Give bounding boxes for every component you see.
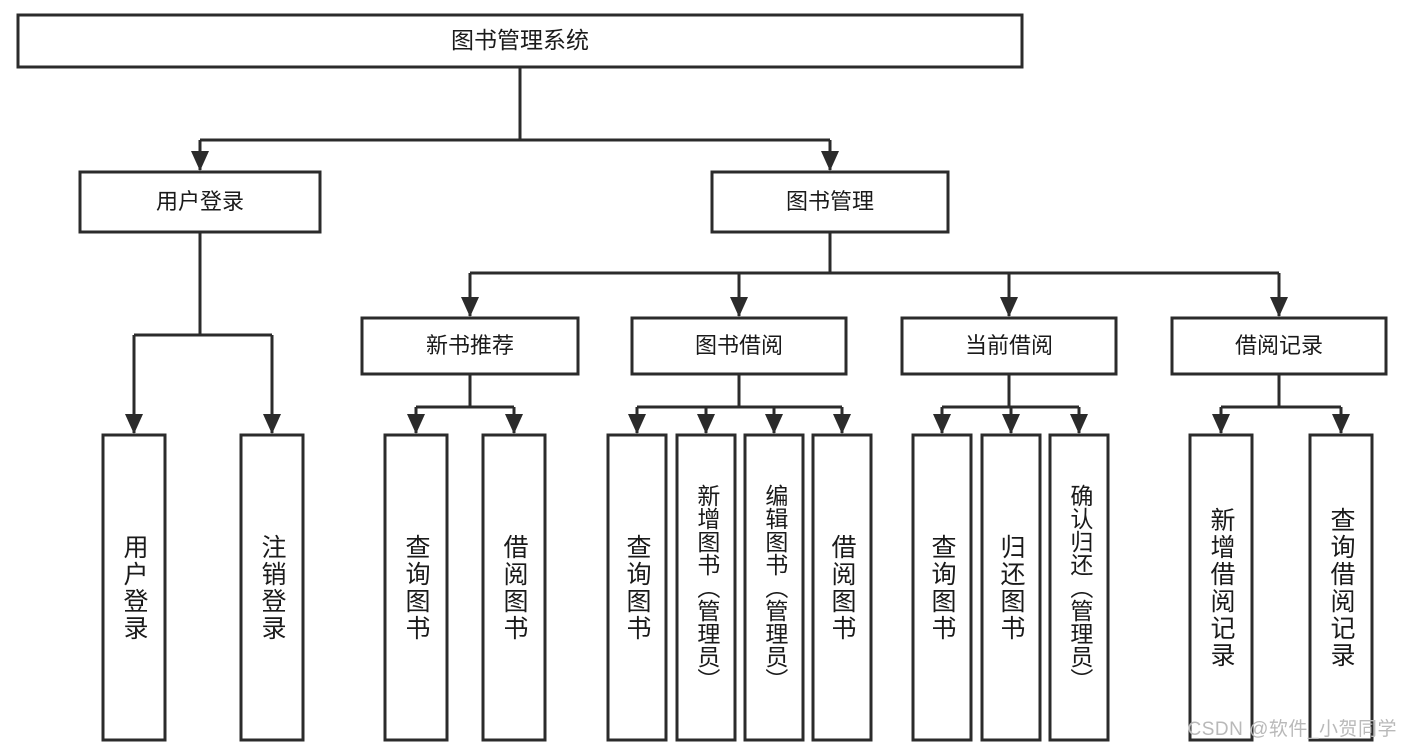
arrow-book_borrow-leaf-0 bbox=[628, 414, 646, 434]
arrow-current_borrow-leaf-2 bbox=[1070, 414, 1088, 434]
node-box-leaf-book_borrow-1 bbox=[675, 433, 737, 742]
arrow-book_borrow-leaf-1 bbox=[697, 414, 715, 434]
arrow-current_borrow-leaf-1 bbox=[1002, 414, 1020, 434]
node-box-leaf-current_borrow-2 bbox=[1048, 433, 1110, 742]
level2-node-label-1: 图书管理 bbox=[786, 189, 874, 214]
arrow-root-to-level2-1 bbox=[821, 151, 839, 171]
boxes-layer bbox=[16, 13, 1388, 742]
node-box-leaf-current_borrow-1 bbox=[980, 433, 1042, 742]
level3-node-label-3: 借阅记录 bbox=[1235, 333, 1323, 358]
level2-node-label-0: 用户登录 bbox=[156, 189, 244, 214]
csdn-watermark: CSDN @软件_小贺同学 bbox=[1187, 719, 1397, 740]
node-box-level3-2 bbox=[900, 316, 1118, 376]
node-box-level2-0 bbox=[78, 170, 322, 234]
arrow-root-to-level2-0 bbox=[191, 151, 209, 171]
node-box-leaf-user_login-0 bbox=[101, 433, 167, 742]
level3-node-label-0: 新书推荐 bbox=[426, 333, 514, 358]
node-box-leaf-book_borrow-0 bbox=[606, 433, 668, 742]
connectors-layer bbox=[125, 67, 1350, 434]
node-box-leaf-borrow_record-0 bbox=[1188, 433, 1254, 742]
arrow-book_borrow-leaf-3 bbox=[833, 414, 851, 434]
arrow-borrow_record-leaf-0 bbox=[1212, 414, 1230, 434]
arrow-new_book_recommend-leaf-1 bbox=[505, 414, 523, 434]
arrow-book-mgmt-to-level3-3 bbox=[1270, 297, 1288, 317]
arrow-current_borrow-leaf-0 bbox=[933, 414, 951, 434]
node-box-leaf-new_book_recommend-0 bbox=[383, 433, 449, 742]
node-box-level3-3 bbox=[1170, 316, 1388, 376]
node-box-leaf-book_borrow-2 bbox=[743, 433, 805, 742]
arrow-book-mgmt-to-level3-2 bbox=[1000, 297, 1018, 317]
arrow-user-login-leaf-0 bbox=[125, 414, 143, 434]
node-box-level2-1 bbox=[710, 170, 950, 234]
arrow-user-login-leaf-1 bbox=[263, 414, 281, 434]
node-box-level3-0 bbox=[360, 316, 580, 376]
node-box-leaf-new_book_recommend-1 bbox=[481, 433, 547, 742]
arrow-borrow_record-leaf-1 bbox=[1332, 414, 1350, 434]
level3-node-label-2: 当前借阅 bbox=[965, 333, 1053, 358]
arrow-new_book_recommend-leaf-0 bbox=[407, 414, 425, 434]
arrow-book_borrow-leaf-2 bbox=[765, 414, 783, 434]
arrow-book-mgmt-to-level3-1 bbox=[730, 297, 748, 317]
arrow-book-mgmt-to-level3-0 bbox=[461, 297, 479, 317]
level3-node-label-1: 图书借阅 bbox=[695, 333, 783, 358]
node-box-leaf-user_login-1 bbox=[239, 433, 305, 742]
node-box-leaf-borrow_record-1 bbox=[1308, 433, 1374, 742]
node-box-level3-1 bbox=[630, 316, 848, 376]
node-box-leaf-current_borrow-0 bbox=[911, 433, 973, 742]
root-node-label: 图书管理系统 bbox=[451, 27, 589, 53]
node-box-leaf-book_borrow-3 bbox=[811, 433, 873, 742]
node-box-root bbox=[16, 13, 1024, 69]
